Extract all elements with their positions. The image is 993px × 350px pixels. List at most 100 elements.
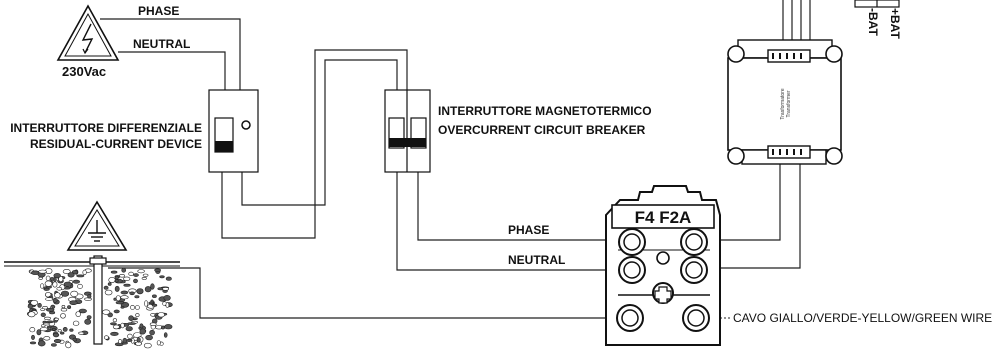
earth-rod-clamp (89, 257, 107, 265)
soil-pebble (42, 322, 50, 326)
soil-pebble (43, 287, 50, 291)
transformer-mount-br (825, 147, 843, 165)
soil-pebble (87, 294, 92, 299)
soil-pebble (163, 332, 168, 338)
soil-pebble (142, 273, 149, 277)
transformer-bottom-connector (767, 145, 811, 159)
soil-pebble (31, 334, 35, 340)
battery-neg-label: -BAT (866, 8, 880, 36)
soil-pebble (123, 283, 131, 287)
soil-pebble (62, 268, 71, 274)
soil-pebble (120, 290, 129, 295)
transformer-top-connector (767, 49, 811, 63)
soil-pebble (135, 313, 140, 317)
soil-pebble (54, 317, 59, 321)
rcd-breaker-wire-b (241, 59, 398, 206)
soil-pebble (65, 342, 72, 349)
soil-pebble (72, 320, 80, 326)
rcd-name-it: INTERRUTTORE DIFFERENZIALE (10, 121, 202, 135)
terminal-center-pin (656, 251, 670, 265)
soil-pebble (136, 288, 144, 295)
soil-pebble (162, 287, 169, 291)
soil-pebble (39, 327, 49, 332)
soil-pebble (46, 320, 54, 324)
soil-pebble (120, 305, 125, 309)
breaker-neutral-wire (396, 172, 606, 271)
soil-pebble (110, 270, 118, 274)
ground-soil (4, 255, 180, 349)
soil-pebble (45, 297, 53, 301)
soil-pebble (114, 275, 119, 280)
soil-pebble (45, 275, 51, 281)
terminal-screw-phase-left (618, 228, 646, 256)
rcd-breaker-wire-a (221, 49, 408, 239)
soil-pebble (165, 302, 170, 308)
rcd-name-en: RESIDUAL-CURRENT DEVICE (30, 137, 202, 151)
soil-pebble (137, 269, 145, 274)
soil-pebble (110, 331, 119, 336)
supply-phase-wire (100, 18, 241, 90)
soil-pebble (112, 324, 120, 330)
soil-pebble (69, 300, 78, 306)
breaker-name-it: INTERRUTTORE MAGNETOTERMICO (438, 104, 652, 118)
soil-pebble (53, 338, 62, 343)
soil-pebble (72, 279, 81, 284)
soil-pebble (49, 311, 56, 315)
soil-pebble (37, 340, 46, 347)
soil-pebble (149, 322, 157, 326)
soil-pebble (150, 283, 155, 290)
soil-pebble (69, 328, 74, 332)
soil-pebble (52, 281, 58, 288)
soil-pebble (78, 308, 87, 314)
transformer-mount-bl (727, 147, 745, 165)
soil-pebble (128, 271, 134, 277)
soil-pebble (60, 290, 70, 297)
terminal-screw-phase-right (680, 228, 708, 256)
soil-pebble (51, 327, 56, 331)
earth-wire (108, 267, 608, 319)
soil-pebble (40, 308, 46, 311)
soil-pebble (72, 337, 78, 342)
soil-pebble (112, 318, 117, 323)
terminal-phase-label: PHASE (508, 223, 549, 237)
soil-pebble (123, 276, 131, 281)
soil-pebble (36, 329, 42, 336)
soil-pebble (61, 305, 66, 309)
soil-pebble (126, 338, 133, 342)
soil-pebble (38, 269, 47, 274)
soil-pebble (43, 336, 51, 341)
soil-pebble (156, 340, 161, 346)
terminal-transformer-wire-a (720, 160, 781, 241)
battery-pos-label: +BAT (888, 8, 902, 39)
soil-pebble (75, 311, 81, 317)
soil-pebble (67, 305, 72, 310)
soil-pebble (30, 299, 39, 306)
supply-phase-label: PHASE (138, 4, 179, 18)
soil-pebble (133, 278, 138, 284)
ground-wire-label: CAVO GIALLO/VERDE-YELLOW/GREEN WIRE (733, 311, 992, 325)
soil-pebble (136, 337, 141, 343)
soil-pebble (143, 342, 152, 349)
transformer (727, 39, 843, 165)
terminal-screw-earth-left (616, 304, 644, 332)
soil-pebble (148, 301, 154, 305)
soil-pebble (139, 323, 144, 329)
soil-pebble (63, 281, 72, 287)
soil-pebble (45, 307, 55, 312)
soil-pebble (163, 294, 171, 301)
soil-pebble (54, 292, 61, 299)
earth-warning-icon (66, 200, 128, 251)
soil-pebble (101, 309, 111, 315)
soil-pebble (29, 327, 36, 333)
soil-pebble (67, 272, 75, 278)
soil-pebble (77, 283, 83, 289)
soil-pebble (159, 275, 165, 279)
soil-pebble (37, 302, 42, 308)
transformer-label-it: Trasformatore (780, 88, 786, 119)
soil-pebble (78, 331, 85, 335)
soil-pebble (165, 276, 172, 281)
soil-pebble (115, 301, 124, 305)
terminal-neutral-label: NEUTRAL (508, 253, 565, 267)
soil-pebble (39, 283, 45, 289)
breaker-name-en: OVERCURRENT CIRCUIT BREAKER (438, 123, 646, 137)
